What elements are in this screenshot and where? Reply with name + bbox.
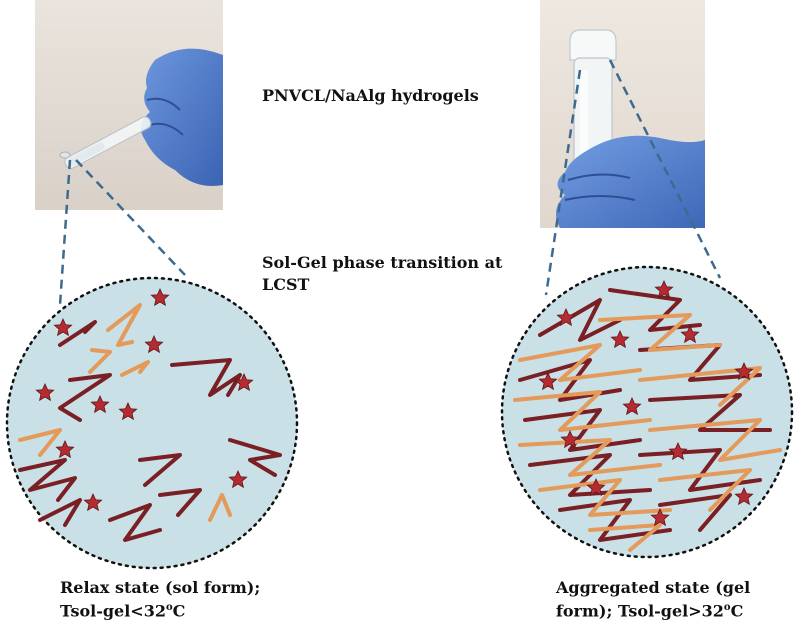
transition-line-1: Sol-Gel phase transition at — [262, 253, 503, 272]
caption-gel-unit: C — [730, 601, 744, 621]
degree-sup: o — [165, 602, 173, 613]
caption-sol-temp: Tsol-gel<32 — [60, 601, 166, 621]
gel-state-circle — [500, 265, 794, 559]
caption-sol-line-1: Relax state (sol form); — [60, 578, 261, 597]
zoom-line — [58, 159, 72, 306]
transition-label: Sol-Gel phase transition at LCST — [262, 252, 522, 296]
transition-line-2: LCST — [262, 275, 310, 294]
sol-state-circle — [5, 276, 299, 570]
caption-sol-line-2: Tsol-gel<32oC — [60, 598, 300, 621]
photo-vial-gel — [540, 0, 705, 228]
zoom-line — [608, 59, 722, 279]
caption-gel-state: Aggregated state (gel form); Tsol-gel>32… — [556, 578, 796, 621]
caption-sol-state: Relax state (sol form); Tsol-gel<32oC — [60, 578, 300, 621]
degree-sup: o — [723, 602, 731, 613]
zoom-line — [75, 159, 186, 276]
zoom-line — [544, 69, 582, 296]
photo-vial-sol — [35, 0, 223, 210]
caption-sol-unit: C — [172, 601, 186, 621]
caption-gel-line-2: form); Tsol-gel>32oC — [556, 598, 796, 621]
diagram-title: PNVCL/NaAlg hydrogels — [262, 86, 479, 105]
caption-gel-line-1: Aggregated state (gel — [556, 578, 751, 597]
caption-gel-temp: form); Tsol-gel>32 — [556, 601, 724, 621]
